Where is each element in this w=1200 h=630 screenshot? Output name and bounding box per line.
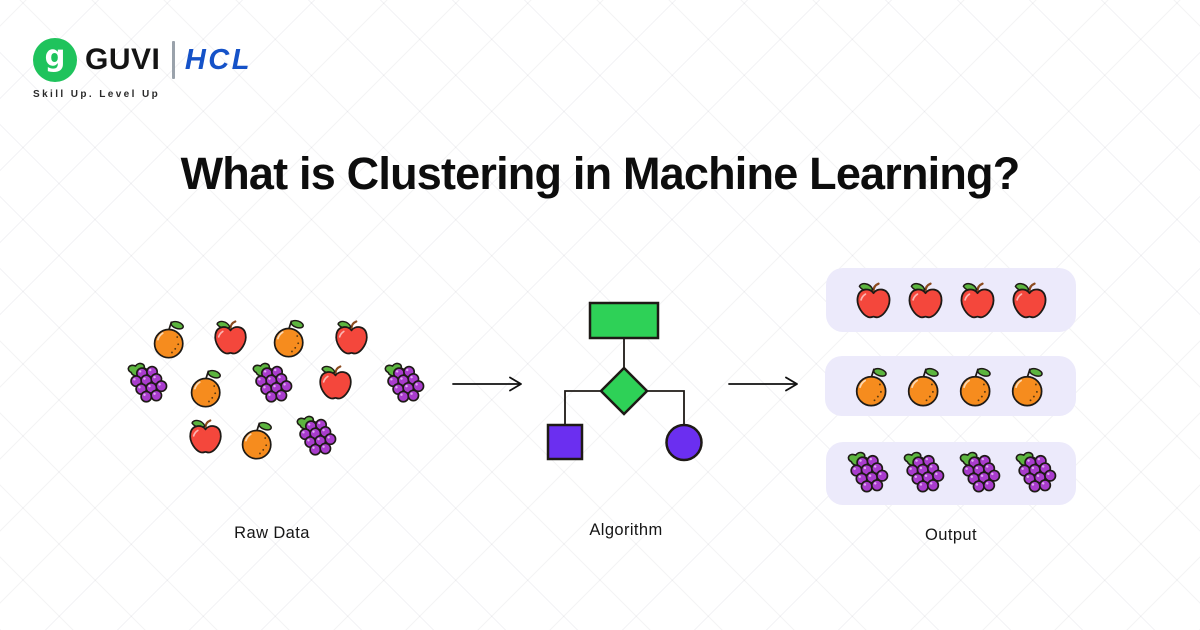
fruit-orange-icon — [959, 365, 992, 407]
output-box-grapes — [826, 442, 1076, 505]
guvi-logo-icon: g — [33, 38, 77, 82]
fruit-orange-icon — [273, 318, 306, 358]
page-title: What is Clustering in Machine Learning? — [180, 148, 1021, 199]
output-box-apples — [826, 268, 1076, 332]
fruit-apple-icon — [318, 364, 352, 400]
fruit-grapes-icon — [1015, 451, 1056, 493]
fruit-grapes-icon — [384, 362, 425, 403]
algorithm-flowchart — [546, 301, 703, 462]
flow-connector-right — [646, 390, 685, 425]
arrow-raw-to-algorithm-icon — [452, 376, 522, 392]
fruit-apple-icon — [334, 319, 368, 355]
fruit-apple-icon — [213, 319, 247, 355]
fruit-grapes-icon — [903, 451, 944, 493]
fruit-orange-icon — [855, 365, 888, 407]
brand-tagline: Skill Up. Level Up — [33, 89, 161, 100]
arrow-algorithm-to-output-icon — [728, 376, 798, 392]
flow-decision-diamond — [599, 366, 649, 416]
fruit-apple-icon — [855, 282, 891, 318]
flow-root-rectangle — [588, 301, 660, 340]
flow-connector-left — [564, 390, 602, 425]
fruit-orange-icon — [907, 365, 940, 407]
fruit-apple-icon — [188, 418, 222, 454]
flow-leaf-square — [546, 423, 584, 461]
fruit-grapes-icon — [959, 451, 1000, 493]
hcl-wordmark: HCL — [184, 43, 252, 76]
guvi-wordmark: GUVI — [85, 43, 161, 76]
fruit-apple-icon — [959, 282, 995, 318]
fruit-apple-icon — [1011, 282, 1047, 318]
logo-divider — [172, 41, 175, 79]
brand-header: g GUVI HCL Skill Up. Level Up — [33, 38, 252, 100]
guvi-logo-glyph: g — [44, 38, 66, 73]
fruit-grapes-icon — [847, 451, 888, 493]
fruit-grapes-icon — [252, 362, 293, 403]
fruit-orange-icon — [1011, 365, 1044, 407]
fruit-orange-icon — [241, 420, 274, 460]
fruit-orange-icon — [190, 368, 223, 408]
fruit-grapes-icon — [127, 362, 168, 403]
output-box-oranges — [825, 356, 1076, 416]
output-label: Output — [925, 526, 977, 544]
fruit-grapes-icon — [296, 415, 337, 456]
fruit-apple-icon — [907, 282, 943, 318]
algorithm-label: Algorithm — [589, 521, 663, 539]
flow-leaf-circle — [665, 423, 703, 462]
raw-data-label: Raw Data — [234, 524, 310, 542]
fruit-orange-icon — [153, 319, 186, 359]
